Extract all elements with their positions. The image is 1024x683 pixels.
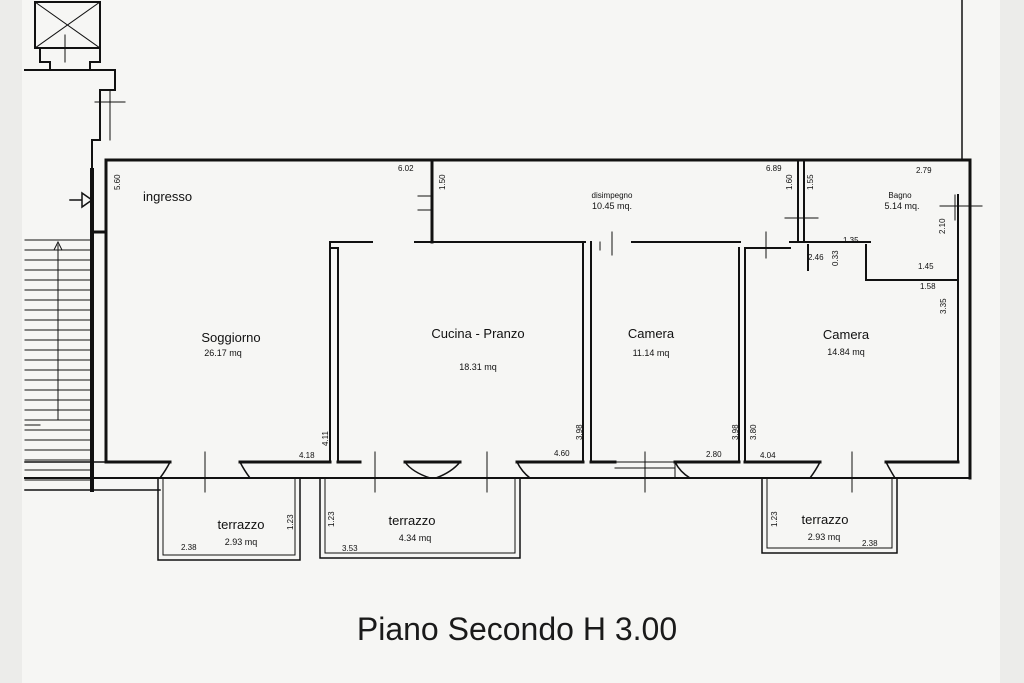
room-name-ingresso: ingresso [143, 189, 192, 204]
room-name-camera-2: Camera [823, 327, 870, 342]
dimension-label: 1.23 [286, 514, 295, 530]
walls [24, 0, 983, 561]
room-name-terrazzo-3: terrazzo [802, 512, 849, 527]
dimension-label: 1.23 [327, 511, 336, 527]
room-area-camera-1: 11.14 mq [633, 348, 670, 358]
dimension-label: 1.23 [770, 511, 779, 527]
dimension-label: 3.98 [731, 424, 740, 440]
room-name-camera-1: Camera [628, 326, 675, 341]
dimension-label: 4.04 [760, 451, 776, 460]
dimension-label: 2.38 [862, 539, 878, 548]
room-area-terrazzo-3: 2.93 mq [808, 532, 841, 542]
dimension-label: 1.50 [438, 174, 447, 190]
dimension-label: 0.33 [831, 250, 840, 266]
room-area-terrazzo-2: 4.34 mq [399, 533, 432, 543]
dimension-label: 1.60 [785, 174, 794, 190]
dimension-label: 4.60 [554, 449, 570, 458]
dimension-label: 4.18 [299, 451, 315, 460]
room-area-cucina: 18.31 mq [459, 362, 497, 372]
room-name-cucina: Cucina - Pranzo [431, 326, 524, 341]
dimension-label: 2.38 [181, 543, 197, 552]
dimension-label: 5.60 [113, 174, 122, 190]
dimension-label: 3.35 [939, 298, 948, 314]
dimension-label: 6.02 [398, 164, 414, 173]
room-name-disimpegno: disimpegno [592, 191, 633, 200]
room-name-terrazzo-2: terrazzo [389, 513, 436, 528]
dimension-label: 2.46 [808, 253, 824, 262]
room-area-terrazzo-1: 2.93 mq [225, 537, 258, 547]
dimension-label: 3.80 [749, 424, 758, 440]
room-area-disimpegno: 10.45 mq. [592, 201, 632, 211]
dimension-label: 4.11 [321, 430, 330, 446]
room-area-camera-2: 14.84 mq [827, 347, 865, 357]
plan-title: Piano Secondo H 3.00 [357, 611, 677, 647]
dimension-label: 1.55 [806, 174, 815, 190]
room-name-soggiorno: Soggiorno [201, 330, 260, 345]
dimension-label: 1.35 [843, 236, 859, 245]
dimension-label: 3.98 [575, 424, 584, 440]
dimension-label: 1.45 [918, 262, 934, 271]
room-area-soggiorno: 26.17 mq [204, 348, 242, 358]
drawing-sheet [22, 0, 1000, 683]
dimension-label: 6.89 [766, 164, 782, 173]
dimension-label: 2.80 [706, 450, 722, 459]
dimension-label: 2.10 [938, 218, 947, 234]
room-name-bagno: Bagno [888, 191, 912, 200]
room-name-terrazzo-1: terrazzo [218, 517, 265, 532]
room-area-bagno: 5.14 mq. [884, 201, 919, 211]
dimension-label: 2.79 [916, 166, 932, 175]
dimension-label: 1.58 [920, 282, 936, 291]
dimension-label: 3.53 [342, 544, 358, 553]
dimension-labels: 5.60 6.02 1.50 6.89 1.60 1.55 2.79 2.10 … [113, 164, 948, 553]
